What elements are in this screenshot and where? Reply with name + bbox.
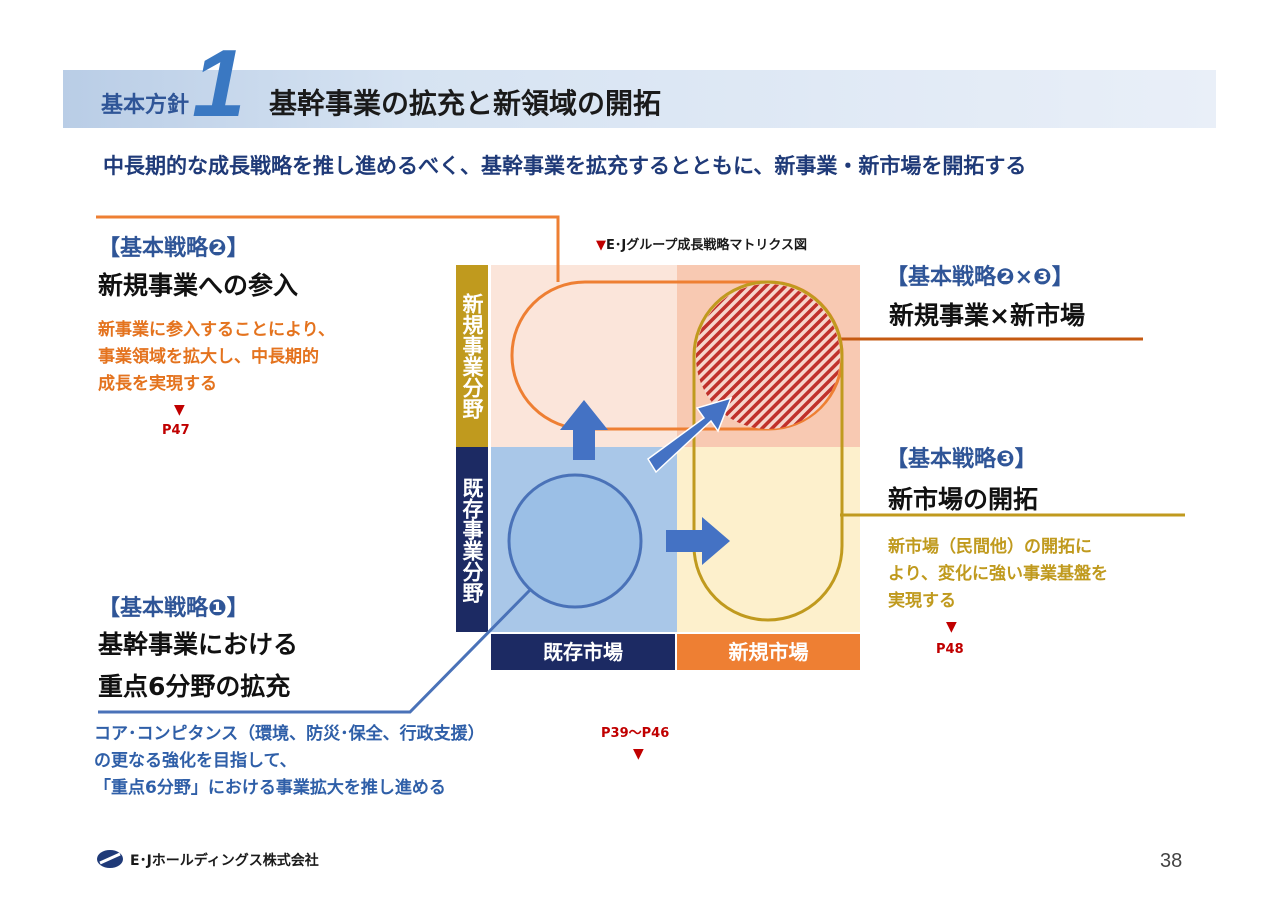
strategy3-title: 新市場の開拓 [888,485,1039,514]
strategy2-desc-line: 新事業に参入することにより、 [98,320,335,340]
strategy2-desc-line: 成長を実現する [98,374,217,394]
strategy1-title: 基幹事業における 重点6分野の拡充 [98,624,398,708]
strategy1-desc-line: 「重点6分野」における事業拡大を推し進める [94,778,446,798]
arrow-up [560,400,608,460]
axis-label-new-market: 新規市場 [677,634,860,670]
matrix-title-text: E･Jグループ成長戦略マトリクス図 [606,238,808,253]
strategy1-page-ref[interactable]: P39～P46 [601,726,670,741]
connector-line-strategy1 [98,588,532,714]
strategy3-heading: 【基本戦略❸】 [886,447,1037,472]
strategy2-description: 新事業に参入することにより、 事業領域を拡大し、中長期的 成長を実現する [98,317,418,398]
matrix-title: ▼E･Jグループ成長戦略マトリクス図 [596,234,807,253]
company-logo-icon [97,850,123,868]
strategy3-description: 新市場（民間他）の開拓に より、変化に強い事業基盤を 実現する [888,534,1188,615]
arrow-diagonal [646,396,733,474]
header-label: 基本方針 [101,93,190,118]
existing-core-circle [507,473,643,609]
strategy1-title-line: 重点6分野の拡充 [98,672,291,701]
strategy1-desc-line: コア･コンピタンス（環境、防災･保全、行政支援） [94,724,485,744]
strategy2-page-ref[interactable]: P47 [162,423,190,438]
header-band [63,70,1216,128]
target-hatched-area [696,284,840,429]
down-triangle-icon: ▼ [174,402,185,418]
down-triangle-icon: ▼ [633,746,644,762]
strategy3-desc-line: 実現する [888,591,956,611]
strategy2-title: 新規事業への参入 [98,271,299,300]
strategy1-heading: 【基本戦略❶】 [98,596,249,621]
strategy2-heading: 【基本戦略❷】 [98,236,249,261]
strategy3-desc-line: より、変化に強い事業基盤を [888,564,1108,584]
axis-label-new-business: 新規事業分野 [456,265,488,447]
arrow-right [666,517,730,565]
header-number: 1 [192,30,246,137]
strategy23-heading: 【基本戦略❷×❸】 [886,265,1074,290]
connector-line-strategy2 [96,215,560,282]
axis-label-existing-business: 既存事業分野 [456,447,488,632]
down-triangle-icon: ▼ [946,619,957,635]
page-number: 38 [1160,850,1183,872]
page-subtitle: 中長期的な成長戦略を推し進めるべく、基幹事業を拡充するとともに、新事業・新市場を… [103,154,1027,178]
new-market-pill [692,280,844,622]
axis-label-existing-market: 既存市場 [491,634,675,670]
down-triangle-icon: ▼ [596,238,606,253]
strategy2-desc-line: 事業領域を拡大し、中長期的 [98,347,319,367]
page-title: 基幹事業の拡充と新領域の開拓 [269,87,662,120]
strategy3-page-ref[interactable]: P48 [936,642,964,657]
strategy1-desc-line: の更なる強化を目指して、 [94,751,297,771]
strategy3-desc-line: 新市場（民間他）の開拓に [888,537,1092,557]
strategy23-title: 新規事業×新市場 [889,301,1085,330]
strategy1-title-line: 基幹事業における [98,630,299,659]
company-name: E･Jホールディングス株式会社 [130,853,319,869]
strategy1-description: コア･コンピタンス（環境、防災･保全、行政支援） の更なる強化を目指して、 「重… [94,721,594,802]
